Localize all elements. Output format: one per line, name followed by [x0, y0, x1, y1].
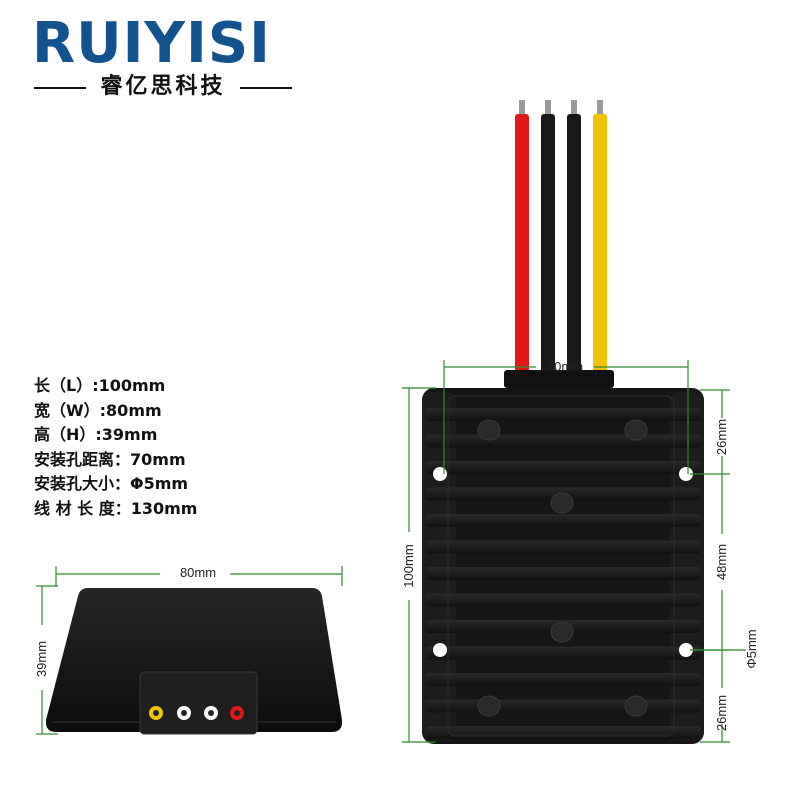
top-offset-label: 26mm [714, 418, 729, 456]
front-width-dimension [55, 566, 343, 586]
wire-tip [571, 100, 577, 116]
subtitle-left-rule [34, 87, 86, 89]
cooling-fin [425, 540, 701, 554]
screw-bosses [477, 419, 648, 717]
spec-wire-length: 线 材 长 度：130mm [34, 498, 198, 518]
terminal-pin-core [181, 710, 187, 716]
wire-grommet [504, 370, 614, 388]
cooling-fin [425, 567, 701, 580]
wire-tip [545, 100, 551, 116]
spec-hole-size: 安装孔大小：Φ5mm [34, 474, 189, 494]
cooling-fin [425, 646, 701, 660]
cooling-fins [425, 408, 701, 739]
spec-length: 长（L）:100mm [34, 376, 166, 395]
terminal-pins [149, 706, 244, 720]
terminal-pin-core [153, 710, 159, 716]
cooling-fin [425, 461, 701, 474]
cooling-fin [425, 699, 701, 713]
front-height-dimension [36, 585, 58, 735]
spec-hole-distance: 安装孔距离：70mm [34, 449, 186, 469]
subtitle-right-rule [240, 87, 292, 89]
hole-spacing-label: 70mm [546, 359, 584, 374]
terminal-plate [139, 671, 258, 735]
cooling-fin [425, 673, 701, 686]
brand-logo: RUIYISI [32, 11, 271, 76]
length-label: 100mm [401, 544, 416, 588]
cooling-fin [425, 434, 701, 448]
middle-spacing-label: 48mm [714, 543, 729, 581]
brand-subtitle: 睿亿思科技 [100, 74, 226, 99]
wire [593, 114, 607, 376]
spec-list: 长（L）:100mm 宽（W）:80mm 高（H）:39mm 安装孔距离：70m… [34, 374, 264, 522]
mounting-holes [433, 467, 693, 657]
hole-diameter-label: Φ5mm [744, 629, 759, 669]
bottom-offset-label: 26mm [714, 694, 729, 732]
top-center-plate [447, 395, 675, 737]
terminal-pin-core [234, 710, 240, 716]
front-width-label: 80mm [179, 565, 217, 580]
cooling-fin [425, 593, 701, 607]
wire-tip [597, 100, 603, 116]
hole-spacing-dimension [443, 360, 689, 474]
brand-subtitle-row: 睿亿思科技 [32, 72, 294, 102]
terminal-pin-core [208, 710, 214, 716]
front-housing [45, 588, 343, 732]
wire [567, 114, 581, 376]
right-dimension-chain [690, 389, 746, 743]
cooling-fin [425, 408, 701, 421]
wires [515, 100, 607, 376]
spec-height: 高（H）:39mm [34, 425, 158, 445]
cooling-fin [425, 726, 701, 739]
wire [515, 114, 529, 376]
length-dimension [402, 387, 436, 743]
wire [541, 114, 555, 376]
wire-tip [519, 100, 525, 116]
cooling-fin [425, 514, 701, 527]
spec-width: 宽（W）:80mm [34, 400, 162, 420]
